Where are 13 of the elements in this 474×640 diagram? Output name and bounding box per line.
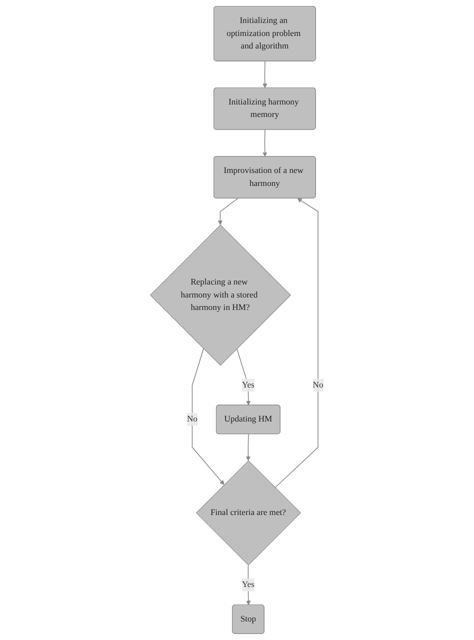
node-diamond: Final criteria are met? [196, 460, 302, 566]
arrow [218, 198, 238, 226]
edge-label: Yes [242, 380, 255, 390]
edge-label: No [187, 414, 198, 424]
arrow [262, 60, 268, 88]
edge-label: No [313, 380, 324, 390]
arrow [262, 129, 268, 157]
edge-label: Yes [242, 580, 255, 590]
arrow [274, 198, 319, 488]
node-diamond: Replacing a new harmony with a stored harmony in HM? [150, 224, 292, 366]
arrow [192, 348, 225, 485]
arrow [236, 348, 251, 406]
arrow [246, 434, 251, 461]
